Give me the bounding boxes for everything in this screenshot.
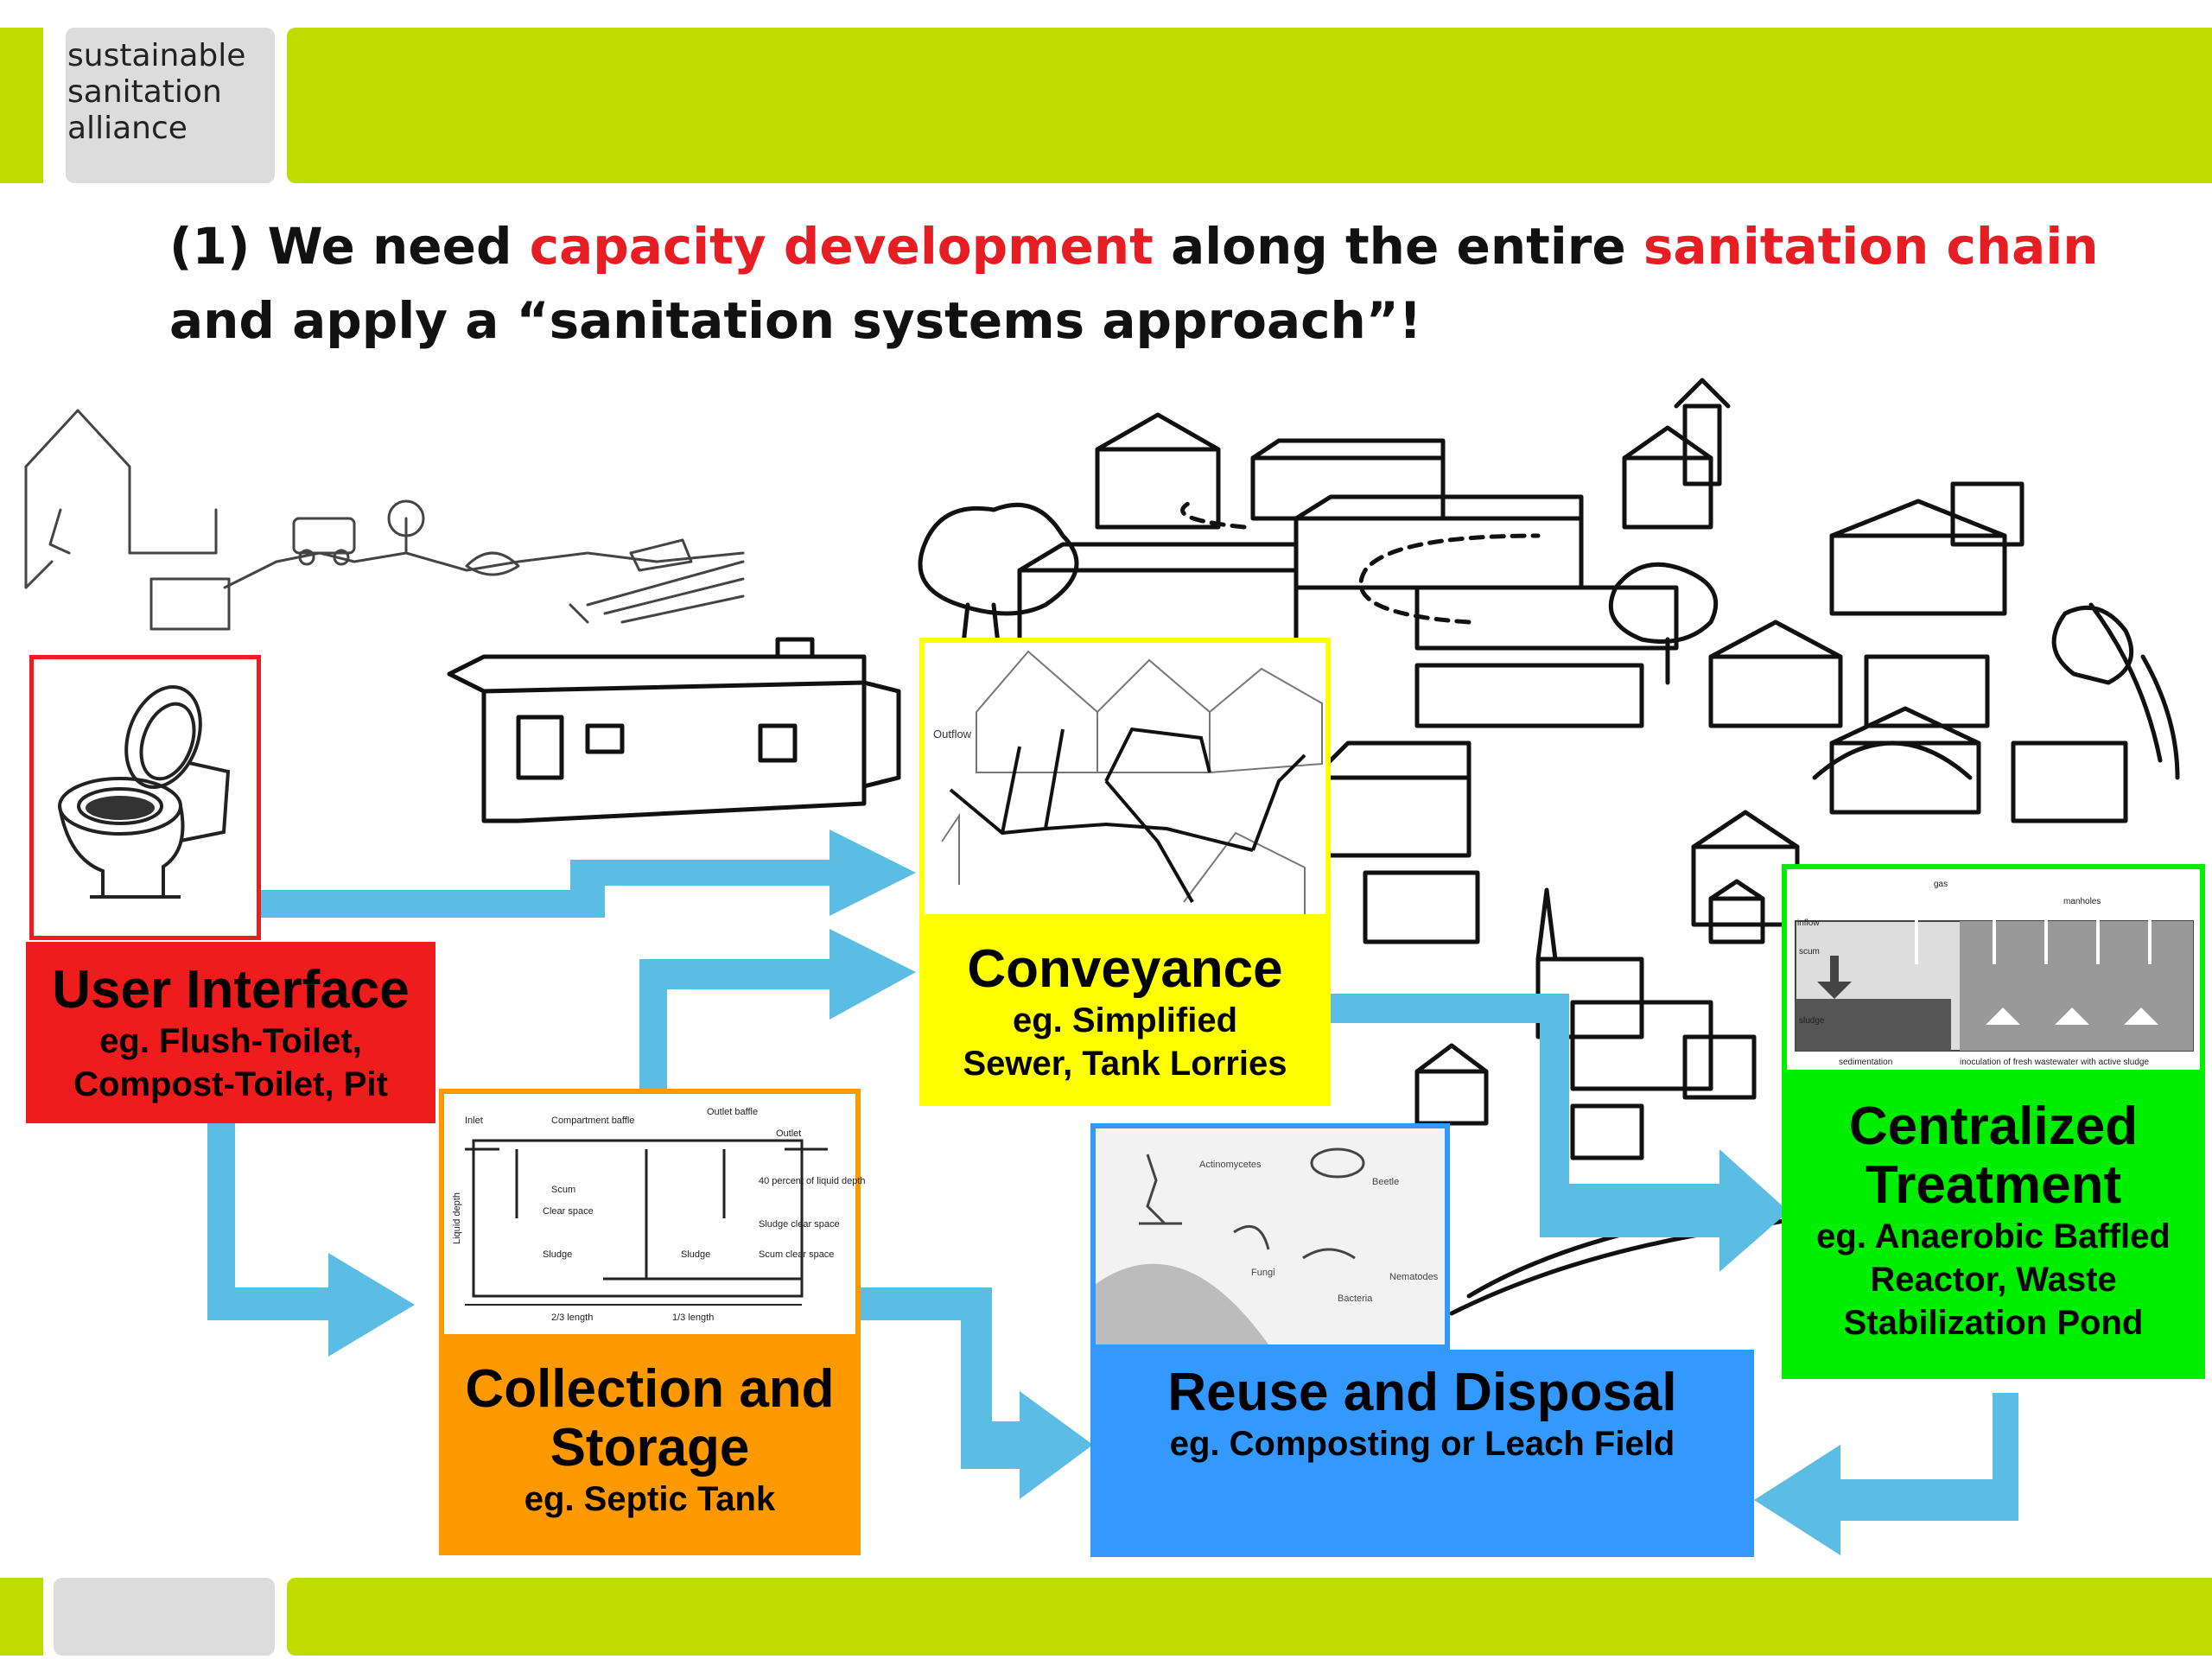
reuse-title: Reuse and Disposal <box>1167 1363 1677 1422</box>
treatment-title: Centralized Treatment <box>1848 1096 2139 1215</box>
conveyance-image-frame: Outflow <box>919 638 1331 919</box>
arrow-collection-to-reuse <box>861 1287 1093 1499</box>
top-banner-bar <box>287 28 2212 183</box>
reuse-label: Reuse and Disposal eg. Composting or Lea… <box>1090 1350 1754 1557</box>
septic-label-inlet: Inlet <box>465 1116 483 1126</box>
septic-label-scum: Scum <box>551 1185 575 1195</box>
septic-label-sludge-1: Sludge <box>543 1249 572 1260</box>
user-interface-title: User Interface <box>52 960 410 1020</box>
treatment-examples: eg. Anaerobic Baffled Reactor, Waste Sta… <box>1816 1217 2171 1342</box>
user-interface-label: User Interface eg. Flush-Toilet, Compost… <box>26 942 435 1123</box>
heading-part-1: (1) We need <box>169 217 530 276</box>
arrow-treatment-to-reuse <box>1754 1393 2018 1555</box>
arrow-conveyance-to-treatment <box>1331 994 1789 1272</box>
septic-label-scum-clear-space: Scum clear space <box>759 1249 834 1260</box>
treatment-label-sedimentation: sedimentation <box>1839 1058 1892 1067</box>
conveyance-title: Conveyance <box>967 939 1283 999</box>
septic-label-compartment-baffle: Compartment baffle <box>551 1116 634 1126</box>
arrow-ui-to-conveyance <box>259 830 916 918</box>
logo-box <box>66 28 275 183</box>
bottom-left-accent-bar <box>0 1578 43 1656</box>
slide-heading: (1) We need capacity development along t… <box>169 209 2122 358</box>
heading-part-2: along the entire <box>1153 217 1643 276</box>
user-interface-image-frame <box>29 655 261 940</box>
reuse-examples: eg. Composting or Leach Field <box>1169 1425 1675 1463</box>
collection-examples: eg. Septic Tank <box>524 1480 776 1518</box>
arrow-collection-to-conveyance <box>639 929 916 1089</box>
treatment-label-scum: scum <box>1799 947 1820 957</box>
arrow-ui-to-collection <box>207 1115 415 1357</box>
reuse-label-actinomycetes: Actinomycetes <box>1199 1160 1262 1170</box>
heading-highlight-capacity: capacity development <box>529 217 1154 276</box>
reuse-label-bacteria: Bacteria <box>1338 1294 1373 1304</box>
septic-label-two-thirds: 2/3 length <box>551 1313 593 1323</box>
baffled-reactor-illustration: gas manholes inflow scum sludge sediment… <box>1795 880 2194 1067</box>
septic-label-outlet-baffle: Outlet baffle <box>707 1107 758 1117</box>
septic-label-sludge-2: Sludge <box>681 1249 710 1260</box>
conveyance-label: Conveyance eg. Simplified Sewer, Tank Lo… <box>919 919 1331 1106</box>
treatment-label-sludge: sludge <box>1799 1016 1825 1026</box>
treatment-label-gas: gas <box>1934 880 1948 889</box>
septic-label-liquid-depth: Liquid depth <box>452 1192 462 1244</box>
sewer-outflow-label: Outflow <box>933 728 972 741</box>
collection-image-frame: Inlet Compartment baffle Outlet baffle O… <box>439 1089 866 1339</box>
septic-label-liquid-depth-percent: 40 percent of liquid depth <box>759 1176 866 1186</box>
septic-label-outlet: Outlet <box>776 1128 801 1139</box>
logo-text: sustainable sanitation alliance <box>67 38 246 146</box>
collection-label: Collection and Storage eg. Septic Tank <box>439 1339 861 1555</box>
collection-title: Collection and Storage <box>465 1359 835 1478</box>
reuse-label-beetle: Beetle <box>1372 1177 1399 1187</box>
top-left-accent-bar <box>0 28 43 183</box>
sanitation-chain-sketch <box>24 409 745 631</box>
septic-label-one-third: 1/3 length <box>672 1313 714 1323</box>
reuse-image-frame: Actinomycetes Fungi Bacteria Nematodes B… <box>1090 1123 1450 1350</box>
reuse-label-nematodes: Nematodes <box>1389 1272 1439 1282</box>
treatment-label-manholes: manholes <box>2063 897 2101 906</box>
compost-organisms-illustration: Actinomycetes Fungi Bacteria Nematodes B… <box>1096 1128 1445 1344</box>
user-interface-examples: eg. Flush-Toilet, Compost-Toilet, Pit <box>73 1022 388 1103</box>
reuse-label-fungi: Fungi <box>1251 1268 1275 1278</box>
toilet-illustration <box>58 684 231 899</box>
treatment-label-inflow: inflow <box>1797 918 1820 928</box>
septic-label-sludge-clear-space: Sludge clear space <box>759 1219 840 1230</box>
treatment-label-inoculation: inoculation of fresh wastewater with act… <box>1960 1058 2149 1067</box>
septic-tank-illustration: Inlet Compartment baffle Outlet baffle O… <box>452 1107 866 1323</box>
sewer-network-illustration: Outflow <box>933 650 1323 914</box>
town-houses <box>447 378 2128 1160</box>
bottom-banner-bar <box>287 1578 2212 1656</box>
treatment-label: Centralized Treatment eg. Anaerobic Baff… <box>1782 1075 2205 1379</box>
heading-highlight-chain: sanitation chain <box>1643 217 2099 276</box>
bottom-grey-box <box>54 1578 275 1656</box>
town-roads <box>1180 499 1541 625</box>
town-outline <box>2088 602 2180 780</box>
conveyance-examples: eg. Simplified Sewer, Tank Lorries <box>963 1001 1287 1083</box>
heading-part-3: and apply a “sanitation systems approach… <box>169 291 1422 350</box>
treatment-image-frame: gas manholes inflow scum sludge sediment… <box>1782 864 2205 1075</box>
septic-label-clear-space: Clear space <box>543 1206 594 1217</box>
